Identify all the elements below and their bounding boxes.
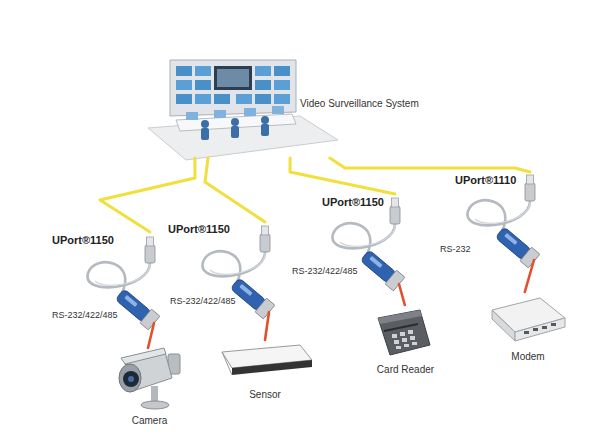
interface-label: RS-232/422/485 [52,310,118,320]
cable-connector [290,158,395,194]
cable-connector [205,158,265,222]
card-reader-icon [378,310,430,355]
model-name: UPort®1150 [322,196,384,209]
cable-connector [148,323,154,348]
device-label: Modem [488,351,568,363]
modem-icon [492,298,565,341]
cable-connector [525,260,534,292]
system-label: Video Surveillance System [300,98,419,110]
device-label: Sensor [215,389,315,401]
device-label: Card Reader [368,364,443,376]
cable-connector [265,312,269,340]
usb-serial-adapter-box: UPort®1150RS-232/422/485 [165,222,285,312]
cable-connector [330,158,530,172]
serial-device: Camera [112,348,187,426]
interface-label: RS-232/422/485 [170,296,236,306]
model-name: UPort®1150 [168,223,230,236]
interface-label: RS-232 [440,244,471,254]
serial-device: Card Reader [368,305,443,375]
serial-device: Sensor [215,340,315,400]
cable-connector [399,284,405,305]
model-name: UPort®1150 [52,234,114,247]
model-name: UPort®1110 [455,174,516,187]
device-label: Camera [112,415,187,427]
usb-serial-adapter [468,175,540,268]
interface-label: RS-232/422/485 [292,266,358,276]
usb-serial-adapter-box: UPort®1110RS-232 [437,172,547,260]
usb-serial-adapter-box: UPort®1150RS-232/422/485 [48,232,168,323]
sensor-icon [222,345,312,375]
camera-icon [119,348,180,409]
usb-serial-adapter-box: UPort®1150RS-232/422/485 [290,194,415,284]
control-room [148,60,338,160]
control-center: Video Surveillance System [150,58,440,158]
serial-device: Modem [488,292,568,362]
cable-connector [100,158,195,232]
usb-serial-adapter [333,198,405,291]
